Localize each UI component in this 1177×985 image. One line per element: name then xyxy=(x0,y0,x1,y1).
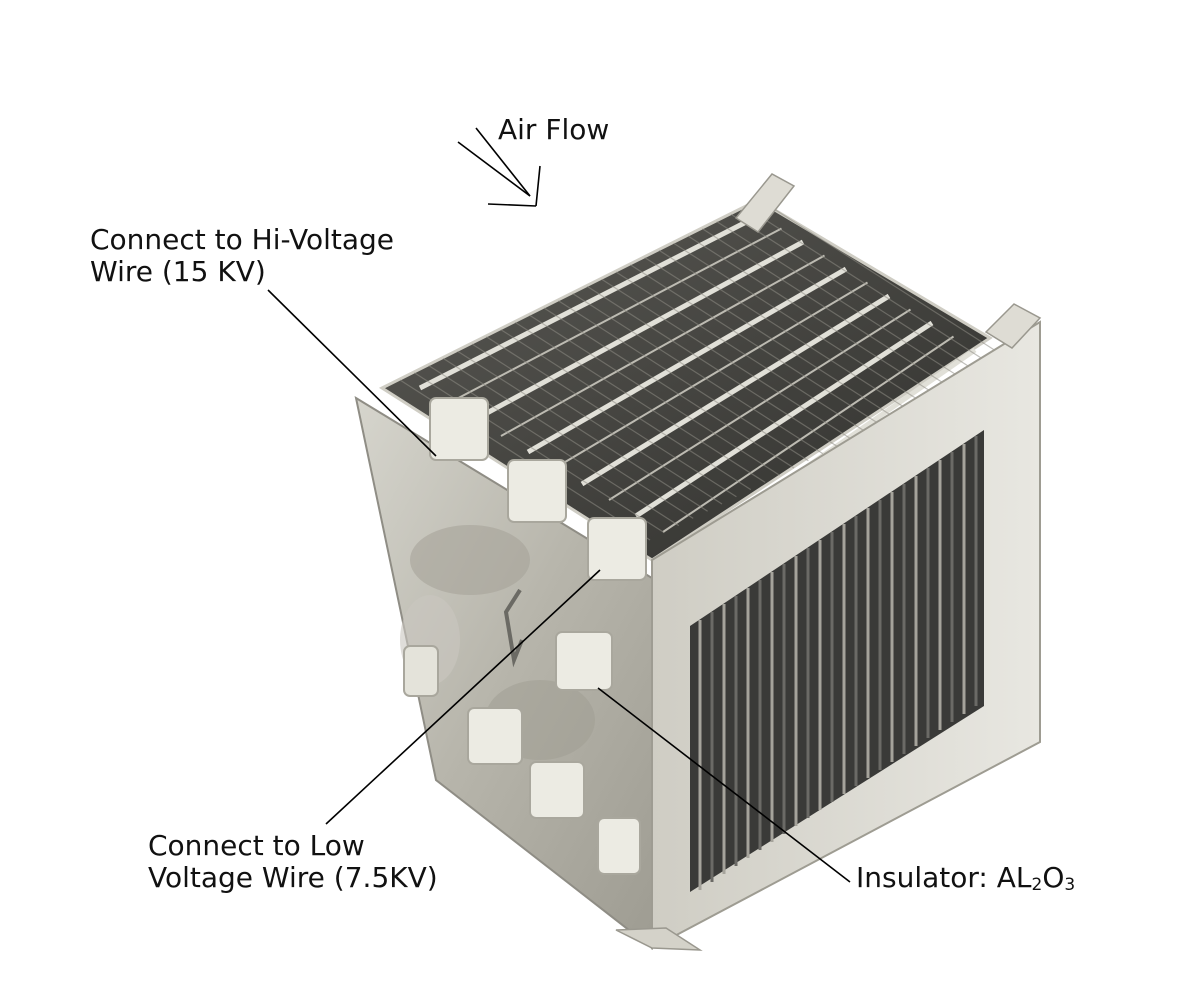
hi-voltage-label-line1: Connect to Hi-Voltage xyxy=(90,223,395,256)
wire-strand xyxy=(658,249,910,411)
top-rod xyxy=(526,266,848,455)
wire-strand xyxy=(471,343,723,505)
low-voltage-label-line2: Voltage Wire (7.5KV) xyxy=(148,861,438,894)
air-flow-arrow-icon xyxy=(457,127,541,207)
wire-strand xyxy=(558,300,809,462)
wire-strand xyxy=(514,321,766,483)
bottom-flange xyxy=(615,927,703,951)
top-rod xyxy=(554,281,869,469)
wire-strand xyxy=(745,206,996,368)
top-rod xyxy=(500,254,825,437)
top-rod xyxy=(580,293,891,487)
air-flow-label: Air Flow xyxy=(498,113,610,146)
top-right-flange xyxy=(984,303,1042,349)
collector-plates xyxy=(698,436,978,890)
top-rod-array xyxy=(399,199,1011,551)
wire-strand xyxy=(586,285,838,447)
wire-strand xyxy=(486,336,737,498)
wire-strand xyxy=(543,307,795,469)
collector-plate-area xyxy=(690,430,984,892)
insulator-label-sub2: 3 xyxy=(1064,875,1076,895)
wire-strand xyxy=(572,293,824,455)
insulator-label-sub1: 2 xyxy=(1031,875,1043,895)
spring-connector xyxy=(503,588,524,668)
wire-strand xyxy=(730,213,982,375)
top-left-flange xyxy=(734,173,796,233)
low-voltage-leader-line xyxy=(325,569,601,825)
top-rod xyxy=(418,212,762,391)
hi-voltage-leader-line xyxy=(267,289,437,457)
insulators-top xyxy=(429,397,647,581)
wire-strand xyxy=(442,357,694,519)
top-rod xyxy=(446,227,782,405)
top-rod xyxy=(634,320,934,519)
top-rod xyxy=(472,239,805,423)
hi-voltage-label-line2: Wire (15 KV) xyxy=(90,255,266,288)
top-rod xyxy=(608,308,912,501)
wire-strand xyxy=(615,271,867,433)
low-voltage-label-line1: Connect to Low xyxy=(148,829,365,862)
wire-strand xyxy=(759,199,1011,361)
wire-strand xyxy=(500,329,752,491)
wire-strand xyxy=(673,242,924,404)
wire-strand xyxy=(702,228,953,390)
wire-strand xyxy=(428,365,680,527)
insulators-side xyxy=(403,631,641,875)
insulator-label-prefix: Insulator: AL xyxy=(856,861,1032,894)
wire-strand xyxy=(687,235,939,397)
wire-strand xyxy=(716,221,968,383)
top-rod xyxy=(662,335,955,533)
insulator-leader-line xyxy=(597,687,851,883)
wire-strand xyxy=(457,350,708,512)
insulator-label: Insulator: AL2O3 xyxy=(856,862,1075,898)
wire-strand xyxy=(644,257,896,419)
wire-strand xyxy=(601,278,852,440)
wire-strand xyxy=(630,264,881,426)
insulator-label-mid: O xyxy=(1042,861,1065,894)
wire-strand xyxy=(529,314,780,476)
